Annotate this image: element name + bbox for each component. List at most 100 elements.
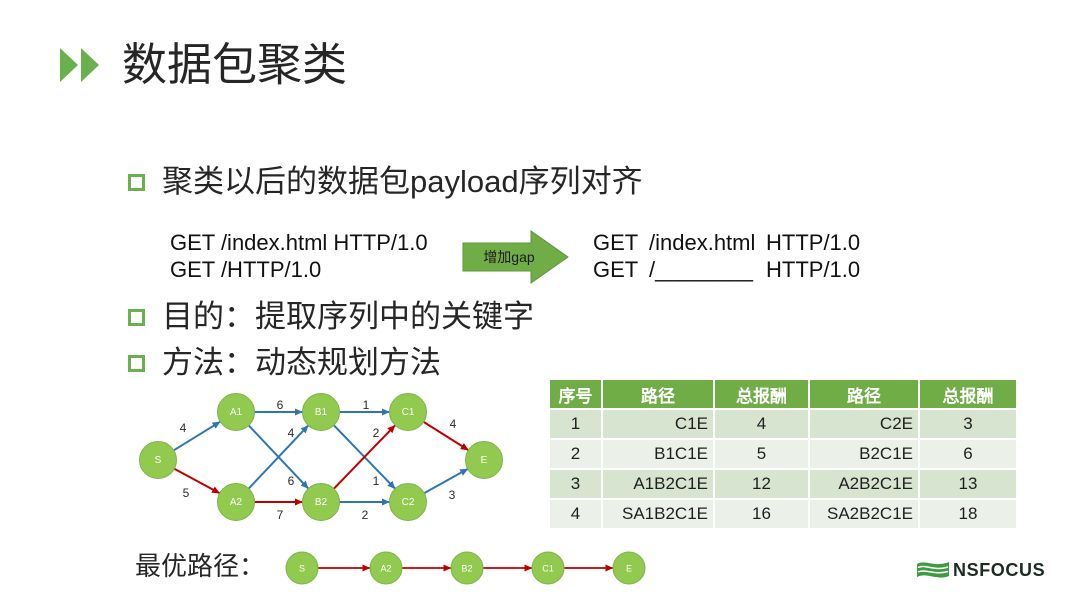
edge-weight-S-A1: 4	[180, 421, 187, 435]
node-label: S	[155, 455, 162, 466]
hollow-square-icon	[128, 309, 145, 326]
table-cell: 4	[715, 410, 808, 438]
table-cell: SA2B2C1E	[810, 500, 918, 528]
edge-weight-A2-B2: 7	[277, 508, 284, 522]
after-token: GET	[593, 230, 639, 255]
node-label: B1	[315, 407, 328, 418]
graph-node-C2: C2	[389, 483, 427, 521]
chain-node-S: S	[285, 551, 319, 585]
chain-node-E: E	[612, 551, 646, 585]
graph-node-A2: A2	[217, 483, 255, 521]
arrow-label: 增加gap	[483, 249, 535, 265]
table-cell: C2E	[810, 410, 918, 438]
edge-C1-E	[423, 421, 469, 451]
table-cell: 5	[715, 440, 808, 468]
nsfocus-wave-icon	[917, 562, 949, 578]
arrow-body	[462, 230, 569, 284]
table-cell: C1E	[603, 410, 713, 438]
right-block-arrow-icon	[462, 230, 569, 284]
graph-node-A1: A1	[217, 393, 255, 431]
table-cell: 4	[550, 500, 601, 528]
node-label: B2	[315, 497, 328, 508]
table-header-cell: 路径	[810, 380, 918, 408]
node-label: C2	[402, 497, 415, 508]
edge-weight-B2-C2: 2	[362, 508, 369, 522]
chevron-part	[81, 48, 99, 82]
logo-flag	[917, 562, 949, 578]
graph-node-S: S	[139, 441, 177, 479]
optimal-path-chain: S A2 B2 C1 E	[285, 551, 646, 585]
edge-weight-C1-E: 4	[450, 417, 457, 431]
node-label: E	[481, 455, 488, 466]
edge-weight-A1-B1: 6	[277, 398, 284, 412]
chain-node-C1: C1	[531, 551, 565, 585]
graph-node-B1: B1	[302, 393, 340, 431]
table-cell: A1B2C1E	[603, 470, 713, 498]
edge-S-A2	[173, 467, 221, 495]
table-cell: 3	[920, 410, 1016, 438]
bullet-text: 方法：动态规划方法	[162, 345, 441, 380]
node-circle	[369, 551, 403, 585]
edge-S-A1	[173, 420, 221, 452]
table-header-cell: 路径	[603, 380, 713, 408]
optimal-path-label: 最优路径：	[135, 552, 266, 582]
table-cell: 12	[715, 470, 808, 498]
node-label: S	[299, 564, 305, 574]
table-cell: B1C1E	[603, 440, 713, 468]
after-token: /index.html	[649, 230, 756, 255]
after-token: HTTP/1.0	[766, 230, 861, 255]
bullet-text: 聚类以后的数据包payload序列对齐	[162, 164, 643, 199]
table-cell: 6	[920, 440, 1016, 468]
hollow-square-icon	[128, 355, 145, 372]
edge-C2-E	[423, 468, 469, 494]
after-token-gap: /________	[649, 257, 753, 282]
node-circle	[465, 441, 503, 479]
chevron-part	[60, 48, 78, 82]
chain-nodes: S A2 B2 C1 E	[285, 551, 646, 585]
table-cell: A2B2C1E	[810, 470, 918, 498]
before-line: GET /HTTP/1.0	[170, 257, 322, 282]
edge-weight-B1-C1: 1	[363, 398, 370, 412]
node-label: A1	[230, 407, 243, 418]
graph-edges	[173, 408, 469, 506]
node-circle	[139, 441, 177, 479]
node-circle	[217, 483, 255, 521]
path-reward-table: 序号 路径 总报酬 路径 总报酬 1 C1E 4 C2E 3 2 B1C1E 5…	[550, 380, 1016, 528]
node-circle	[612, 551, 646, 585]
node-circle	[389, 483, 427, 521]
after-token: HTTP/1.0	[766, 257, 861, 282]
table-header-cell: 总报酬	[920, 380, 1016, 408]
table-cell: 3	[550, 470, 601, 498]
node-label: A2	[230, 497, 243, 508]
graph-node-B2: B2	[302, 483, 340, 521]
edge-weight-A1-B2: 6	[288, 474, 295, 488]
node-circle	[302, 483, 340, 521]
table-cell: 1	[550, 410, 601, 438]
node-label: A2	[380, 564, 391, 574]
logo-wave	[917, 570, 949, 574]
hollow-square-icon	[128, 174, 145, 191]
node-circle	[531, 551, 565, 585]
node-circle	[450, 551, 484, 585]
node-label: C1	[542, 564, 554, 574]
node-label: B2	[461, 564, 472, 574]
table-header-cell: 序号	[550, 380, 601, 408]
node-label: E	[626, 564, 632, 574]
edge-weight-B2-C1: 2	[373, 426, 380, 440]
node-circle	[389, 393, 427, 431]
logo-wave	[917, 565, 949, 570]
edge-weight-S-A2: 5	[183, 486, 190, 500]
table-header-cell: 总报酬	[715, 380, 808, 408]
edge-weight-B1-C2: 1	[373, 474, 380, 488]
graph-node-E: E	[465, 441, 503, 479]
table-cell: SA1B2C1E	[603, 500, 713, 528]
table-cell: 13	[920, 470, 1016, 498]
chain-node-A2: A2	[369, 551, 403, 585]
nsfocus-logo-text: NSFOCUS	[953, 560, 1046, 580]
table-cell: 16	[715, 500, 808, 528]
table-cell: 18	[920, 500, 1016, 528]
